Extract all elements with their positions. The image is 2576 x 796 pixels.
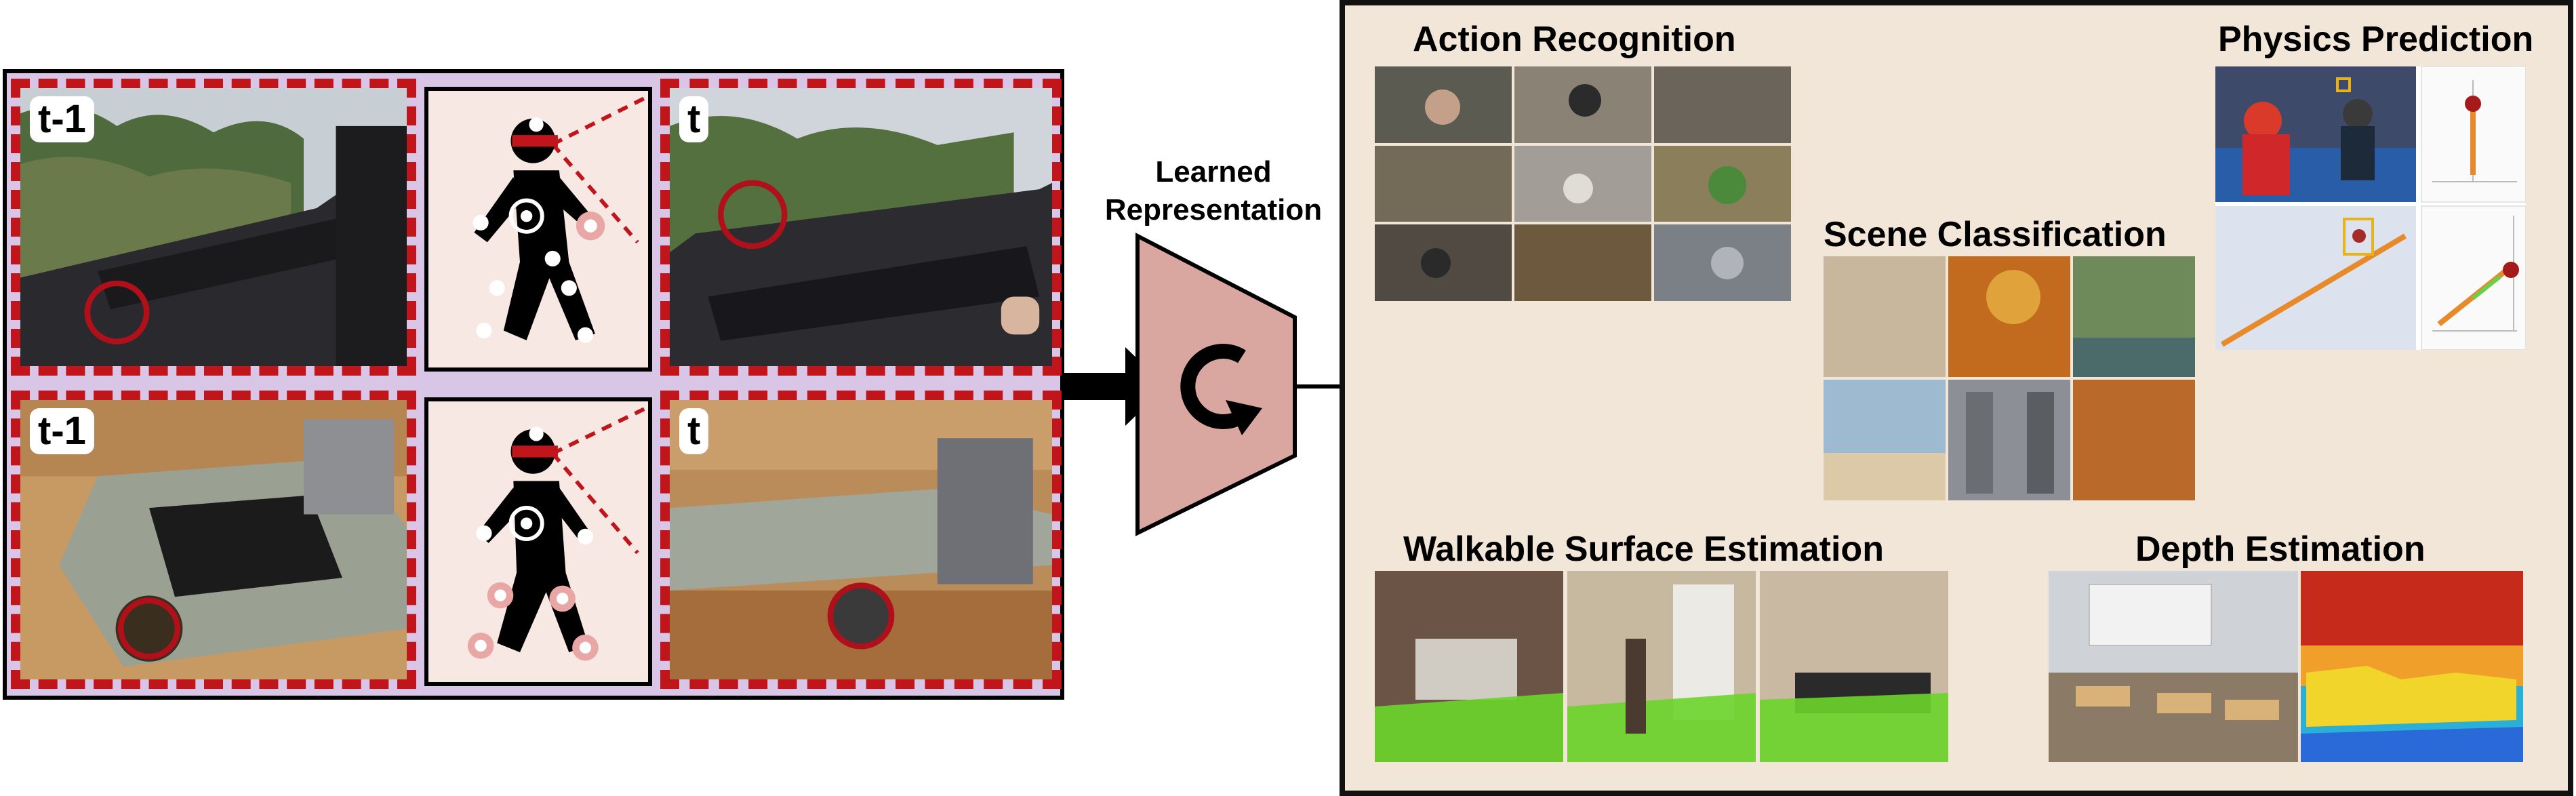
car-interior-photo: [20, 88, 407, 366]
task-title-scene-classification: Scene Classification: [1824, 215, 2167, 254]
encoder-trapezoid: [1135, 233, 1297, 536]
physics-prediction-panel: [2215, 66, 2527, 351]
egocentric-person-figure: [424, 87, 652, 372]
time-label: t-1: [30, 408, 94, 454]
person-motion-icon: [467, 407, 645, 661]
recurrent-loop-icon: [1180, 344, 1246, 429]
action-recognition-image-grid: [1375, 66, 1791, 301]
kitchen-photo: [20, 400, 407, 679]
egocentric-person-figure: [424, 397, 652, 686]
time-label: t: [679, 96, 709, 142]
task-title-depth-estimation: Depth Estimation: [2135, 530, 2426, 569]
frame-car-t-minus-1: t-1: [11, 79, 416, 376]
person-motion-icon: [472, 96, 645, 343]
frame-kitchen-t: t: [660, 391, 1062, 689]
kitchen-photo: [670, 400, 1052, 679]
encoder-label: Learned Representation: [1085, 153, 1342, 229]
task-title-physics-prediction: Physics Prediction: [2218, 20, 2534, 59]
task-title-action-recognition: Action Recognition: [1413, 20, 1736, 59]
task-title-walkable-surface: Walkable Surface Estimation: [1403, 530, 1884, 569]
downstream-tasks-panel: Action Recognition Physics Prediction: [1340, 0, 2573, 796]
frame-kitchen-t-minus-1: t-1: [11, 391, 416, 689]
encoder-diagram: [1064, 233, 1349, 536]
walkable-surface-images: [1375, 571, 1948, 762]
depth-estimation-images: [2049, 571, 2523, 762]
frame-car-t: t: [660, 79, 1062, 376]
time-label: t: [679, 408, 709, 454]
scene-classification-image-grid: [1824, 256, 2195, 500]
time-label: t-1: [30, 96, 94, 142]
encoder-label-line2: Representation: [1104, 193, 1323, 226]
physics-prediction-images: [2215, 66, 2527, 351]
encoder-label-line1: Learned: [1155, 155, 1272, 188]
car-interior-photo: [670, 88, 1052, 366]
egocentric-input-panel: t-1: [3, 69, 1064, 700]
